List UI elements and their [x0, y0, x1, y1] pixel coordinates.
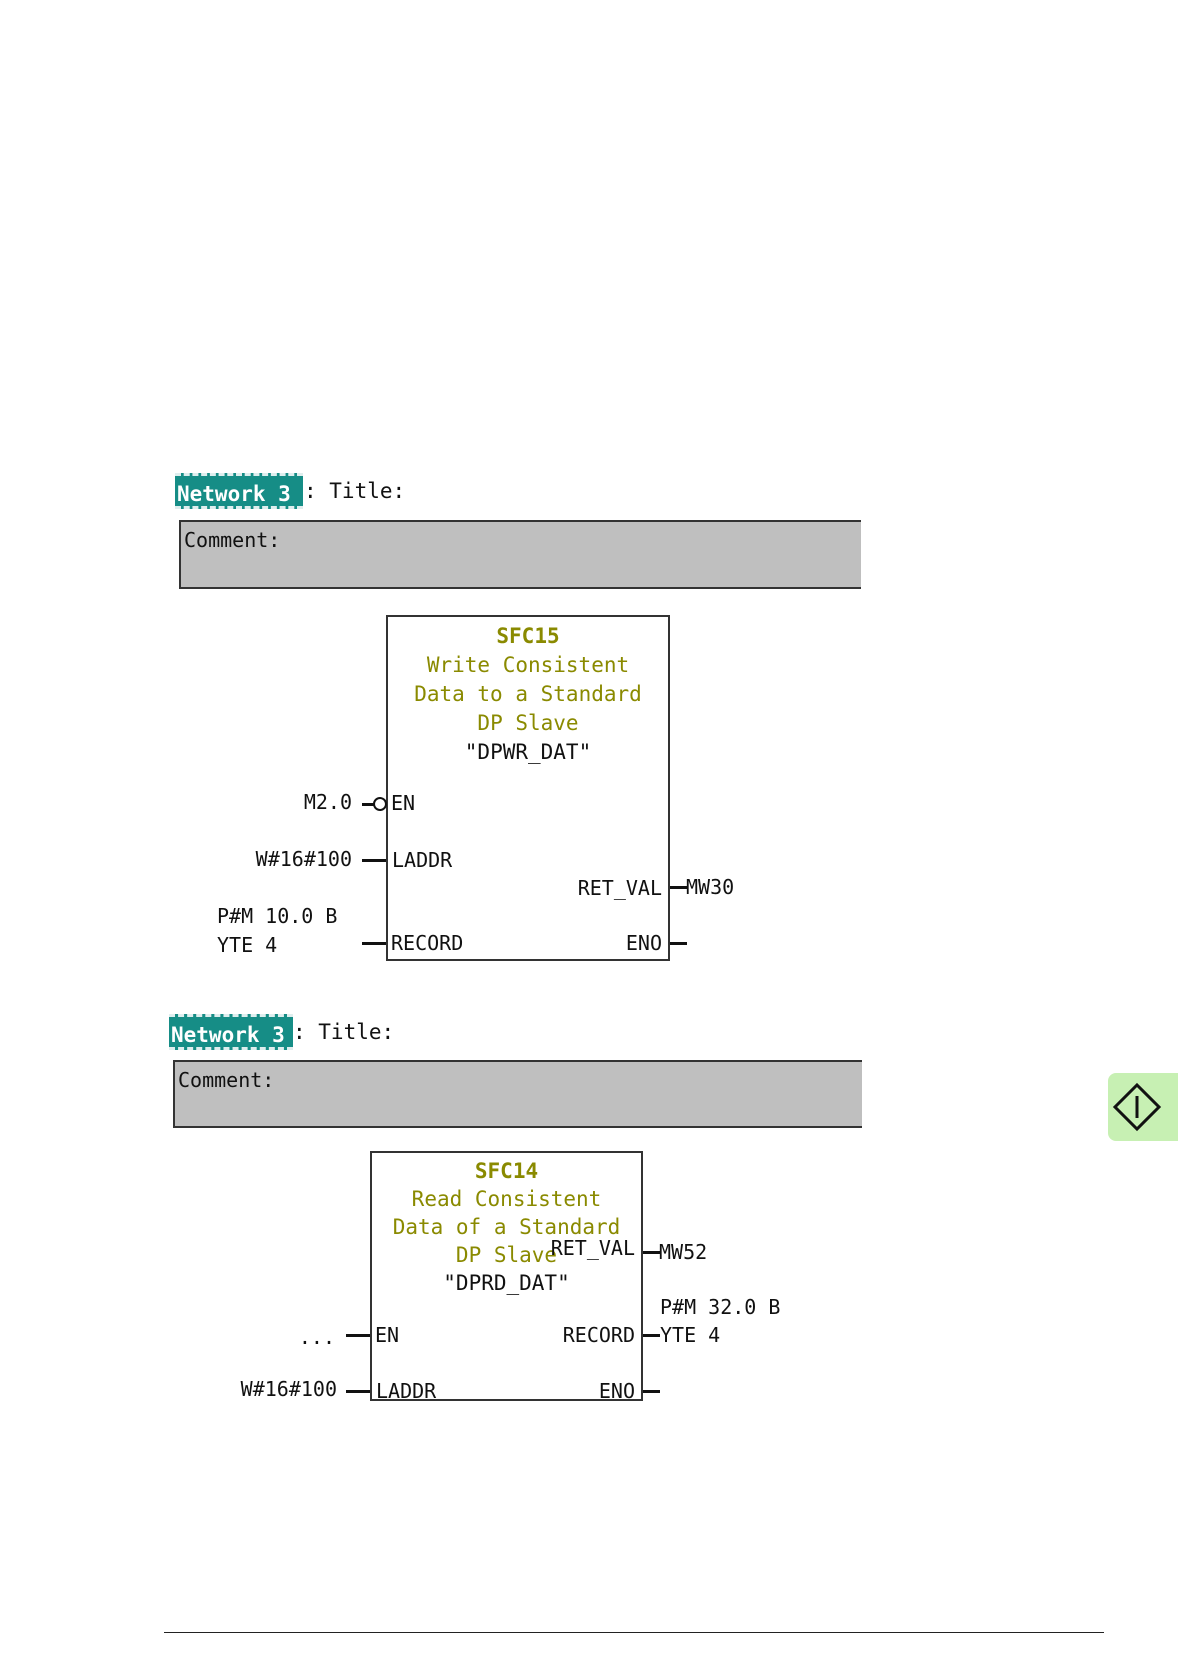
- sfc15-eno-wire: [670, 942, 687, 945]
- sfc15-pin-record: RECORD: [391, 931, 464, 955]
- sfc15-desc-2: Data to a Standard: [414, 682, 642, 706]
- sfc15-desc-1: Write Consistent: [426, 653, 630, 677]
- sfc14-pin-ret-val: RET_VAL: [550, 1236, 635, 1260]
- sfc14-desc-2: Data of a Standard: [392, 1215, 621, 1239]
- sfc15-block[interactable]: SFC15 Write Consistent Data to a Standar…: [386, 615, 670, 961]
- sfc15-ret-val-operand[interactable]: MW30: [686, 875, 735, 899]
- sfc15-pin-en: EN: [391, 791, 416, 815]
- sfc14-desc-3: DP Slave: [455, 1243, 558, 1267]
- sfc14-desc-1: Read Consistent: [411, 1187, 602, 1211]
- network-2-label[interactable]: Network 3: [169, 1014, 293, 1050]
- sfc15-en-operand[interactable]: M2.0: [303, 790, 352, 814]
- sfc15-laddr-operand[interactable]: W#16#100: [255, 847, 352, 871]
- sfc15-en-wire: [362, 803, 374, 806]
- sfc14-laddr-wire: [346, 1390, 370, 1393]
- sfc15-type: SFC15: [496, 624, 560, 648]
- network-1-label[interactable]: Network 3: [175, 473, 303, 509]
- nav-badge[interactable]: [1108, 1073, 1178, 1141]
- sfc14-record-wire: [643, 1334, 660, 1337]
- sfc14-pin-eno: ENO: [598, 1379, 635, 1403]
- sfc14-pin-en: EN: [375, 1323, 400, 1347]
- footer-rule: [164, 1632, 1104, 1633]
- sfc14-en-wire: [346, 1334, 370, 1337]
- sfc15-pin-laddr: LADDR: [392, 848, 453, 872]
- sfc15-pin-eno: ENO: [625, 931, 662, 955]
- sfc15-instance: "DPWR_DAT": [464, 740, 592, 764]
- sfc14-record-operand-2[interactable]: YTE 4: [660, 1323, 721, 1347]
- sfc14-record-operand-1[interactable]: P#M 32.0 B: [660, 1295, 781, 1319]
- sfc15-record-wire: [362, 942, 386, 945]
- sfc14-pin-record: RECORD: [562, 1323, 635, 1347]
- diamond-info-icon: [1112, 1082, 1162, 1132]
- sfc15-ret-val-wire: [670, 886, 687, 889]
- network-2-comment-box[interactable]: Comment:: [173, 1060, 862, 1128]
- network-1-title: : Title:: [304, 479, 406, 503]
- sfc14-en-operand[interactable]: ...: [298, 1325, 335, 1349]
- sfc14-eno-wire: [643, 1390, 660, 1393]
- sfc14-ret-val-operand[interactable]: MW52: [659, 1240, 708, 1264]
- sfc14-instance: "DPRD_DAT": [443, 1271, 570, 1295]
- network-2-comment: Comment:: [178, 1068, 275, 1092]
- sfc14-block[interactable]: SFC14 Read Consistent Data of a Standard…: [370, 1151, 643, 1403]
- sfc14-pin-laddr: LADDR: [376, 1379, 437, 1403]
- network-1-comment-box[interactable]: Comment:: [179, 520, 861, 589]
- sfc15-desc-3: DP Slave: [477, 711, 579, 735]
- network-2-title: : Title:: [293, 1020, 395, 1044]
- sfc14-type: SFC14: [474, 1159, 539, 1183]
- sfc15-pin-ret-val: RET_VAL: [577, 876, 662, 900]
- sfc15-record-operand-1[interactable]: P#M 10.0 B: [217, 904, 338, 928]
- sfc15-record-operand-2[interactable]: YTE 4: [217, 933, 278, 957]
- sfc15-laddr-wire: [362, 859, 386, 862]
- negation-circle-icon: [373, 797, 387, 811]
- sfc14-laddr-operand[interactable]: W#16#100: [240, 1377, 337, 1401]
- sfc14-ret-val-wire: [643, 1251, 660, 1254]
- network-1-comment: Comment:: [184, 528, 281, 552]
